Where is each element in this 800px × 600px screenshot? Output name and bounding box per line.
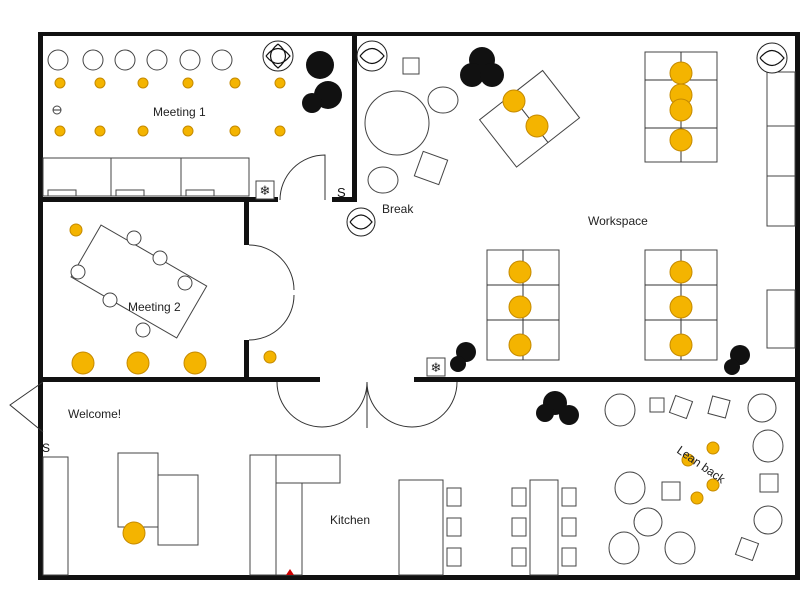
lean-back-area: Lean back <box>536 391 784 565</box>
main-double-door <box>276 381 458 428</box>
snowflake-icon: ❄ <box>255 180 275 200</box>
snowflake-icon: ❄ <box>426 357 446 377</box>
meeting-1-lights <box>54 77 286 137</box>
meeting-2-room: Meeting 2 <box>69 223 277 375</box>
meeting-2-label: Meeting 2 <box>128 300 181 314</box>
welcome-area: S Welcome! <box>9 381 199 576</box>
welcome-label: Welcome! <box>68 407 121 421</box>
kitchen-area: Kitchen <box>249 454 577 576</box>
plant-icon <box>724 345 750 375</box>
break-label: Break <box>382 202 414 216</box>
fire-extinguisher-icon <box>286 569 294 575</box>
break-area: S Break <box>248 40 459 341</box>
workspace-area: ❄ Workspace <box>426 42 796 377</box>
lean-back-label: Lean back <box>674 443 728 487</box>
kitchen-chairs <box>446 487 577 567</box>
svg-text:S: S <box>42 441 50 455</box>
plant-icon <box>302 51 342 113</box>
plant-icon <box>356 40 388 72</box>
meeting-2-lights <box>69 223 277 375</box>
workspace-label: Workspace <box>588 214 648 228</box>
kitchen-label: Kitchen <box>330 513 370 527</box>
plant-icon <box>346 207 376 237</box>
lean-back-lights <box>681 441 720 505</box>
plant-icon <box>536 391 579 425</box>
plant-icon <box>262 40 294 72</box>
svg-text:S: S <box>337 185 346 200</box>
svg-text:❄: ❄ <box>431 361 442 376</box>
walls <box>38 32 800 580</box>
meeting-1-label: Meeting 1 <box>153 105 206 119</box>
meeting-2-chairs <box>70 230 193 338</box>
plant-icon <box>450 342 476 372</box>
plant-icon <box>460 47 504 87</box>
meeting-1-chairs <box>47 49 233 71</box>
outlet-icon <box>52 105 62 115</box>
meeting-1-room: ❄ Meeting 1 <box>42 40 342 200</box>
plant-icon <box>756 42 788 74</box>
svg-text:❄: ❄ <box>260 184 271 199</box>
